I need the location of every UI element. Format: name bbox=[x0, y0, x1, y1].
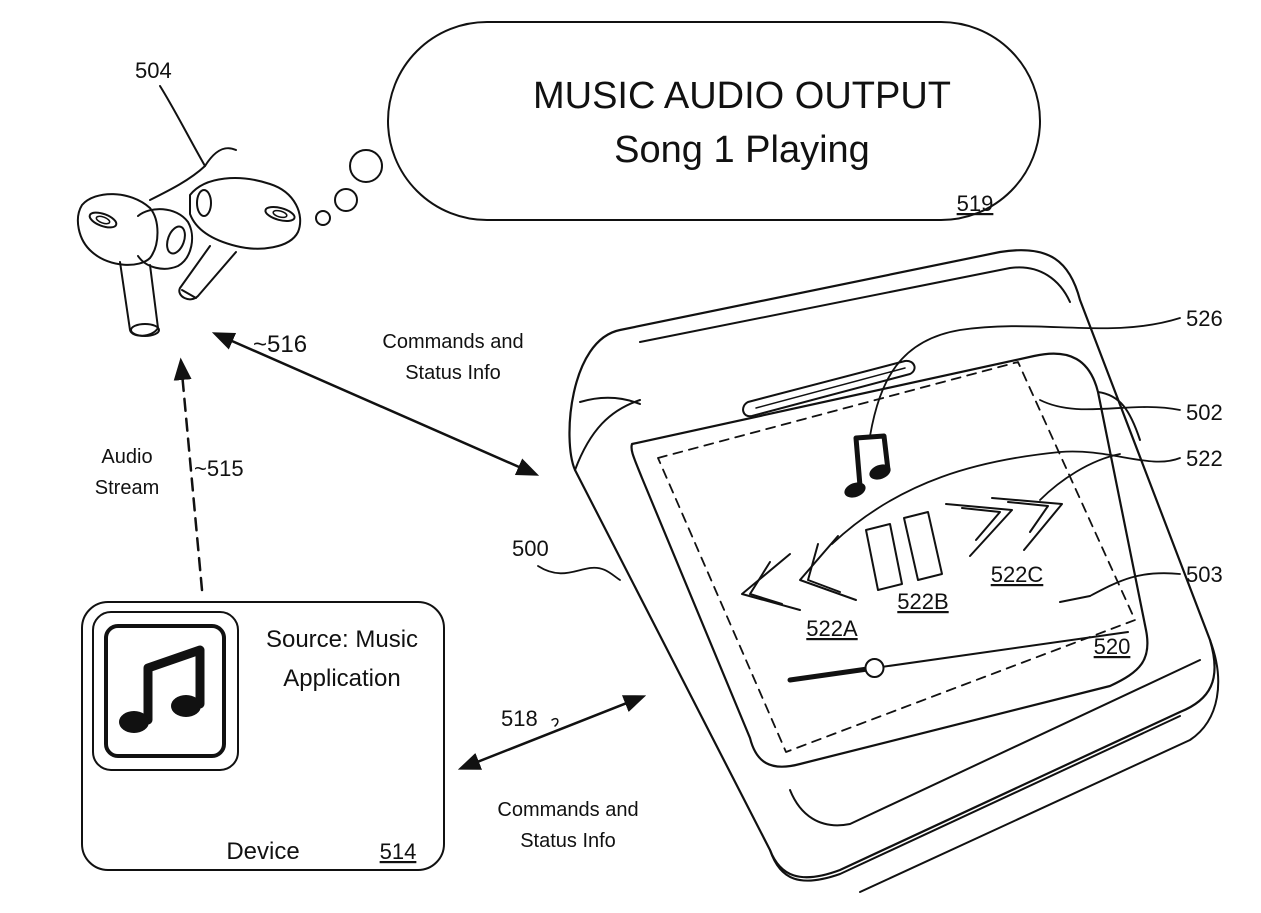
next-control-ref: 522C bbox=[991, 562, 1044, 587]
reference-leaders: 526 502 522 503 500 bbox=[512, 306, 1223, 597]
progress-slider bbox=[787, 631, 1129, 683]
display-ref: 520 bbox=[1094, 634, 1131, 659]
prev-control-ref: 522A bbox=[806, 616, 858, 641]
pause-control-ref: 522B bbox=[897, 589, 948, 614]
bubble-ref: 519 bbox=[957, 191, 994, 216]
device-ref: 514 bbox=[380, 839, 417, 864]
next-control: 522C bbox=[945, 497, 1063, 587]
prev-control: 522A bbox=[741, 535, 858, 641]
music-note-icon bbox=[844, 433, 891, 498]
device-label: Device bbox=[226, 838, 299, 865]
link-516: ~516 Commands and Status Info bbox=[211, 331, 540, 476]
commands-bottom-line1: Commands and bbox=[497, 799, 638, 821]
link-515: Audio Stream ~515 bbox=[95, 357, 244, 592]
bubble-title: MUSIC AUDIO OUTPUT bbox=[533, 75, 951, 117]
display-edge-ref: 503 bbox=[1186, 562, 1223, 587]
audio-stream-line2: Stream bbox=[95, 477, 159, 499]
device-source-line2: Application bbox=[283, 665, 400, 692]
bubble-subtitle: Song 1 Playing bbox=[614, 129, 870, 171]
link-518-ref: 518 bbox=[501, 706, 538, 731]
pause-control: 522B bbox=[865, 511, 949, 614]
case-ref: 500 bbox=[512, 536, 549, 561]
music-icon-ref: 526 bbox=[1186, 306, 1223, 331]
music-app-icon bbox=[92, 611, 239, 771]
earbuds-icon: 504 bbox=[76, 58, 302, 337]
controls-ref: 522 bbox=[1186, 446, 1223, 471]
earbuds-ref: 504 bbox=[135, 58, 172, 83]
charging-case-icon: 522A 522B 522C 520 bbox=[568, 249, 1220, 893]
link-516-ref: ~516 bbox=[253, 331, 307, 358]
commands-top-line1: Commands and bbox=[382, 331, 523, 353]
audio-output-bubble: MUSIC AUDIO OUTPUT Song 1 Playing 519 bbox=[315, 21, 1041, 226]
commands-bottom-line2: Status Info bbox=[520, 830, 616, 852]
audio-stream-line1: Audio bbox=[101, 446, 152, 468]
lid-ref: 502 bbox=[1186, 400, 1223, 425]
audio-stream-ref: ~515 bbox=[194, 456, 244, 481]
device-source-line1: Source: Music bbox=[266, 626, 418, 653]
link-518: 518 Commands and Status Info bbox=[457, 695, 647, 852]
device-514: Source: Music Application Device 514 bbox=[81, 601, 445, 871]
commands-top-line2: Status Info bbox=[405, 362, 501, 384]
